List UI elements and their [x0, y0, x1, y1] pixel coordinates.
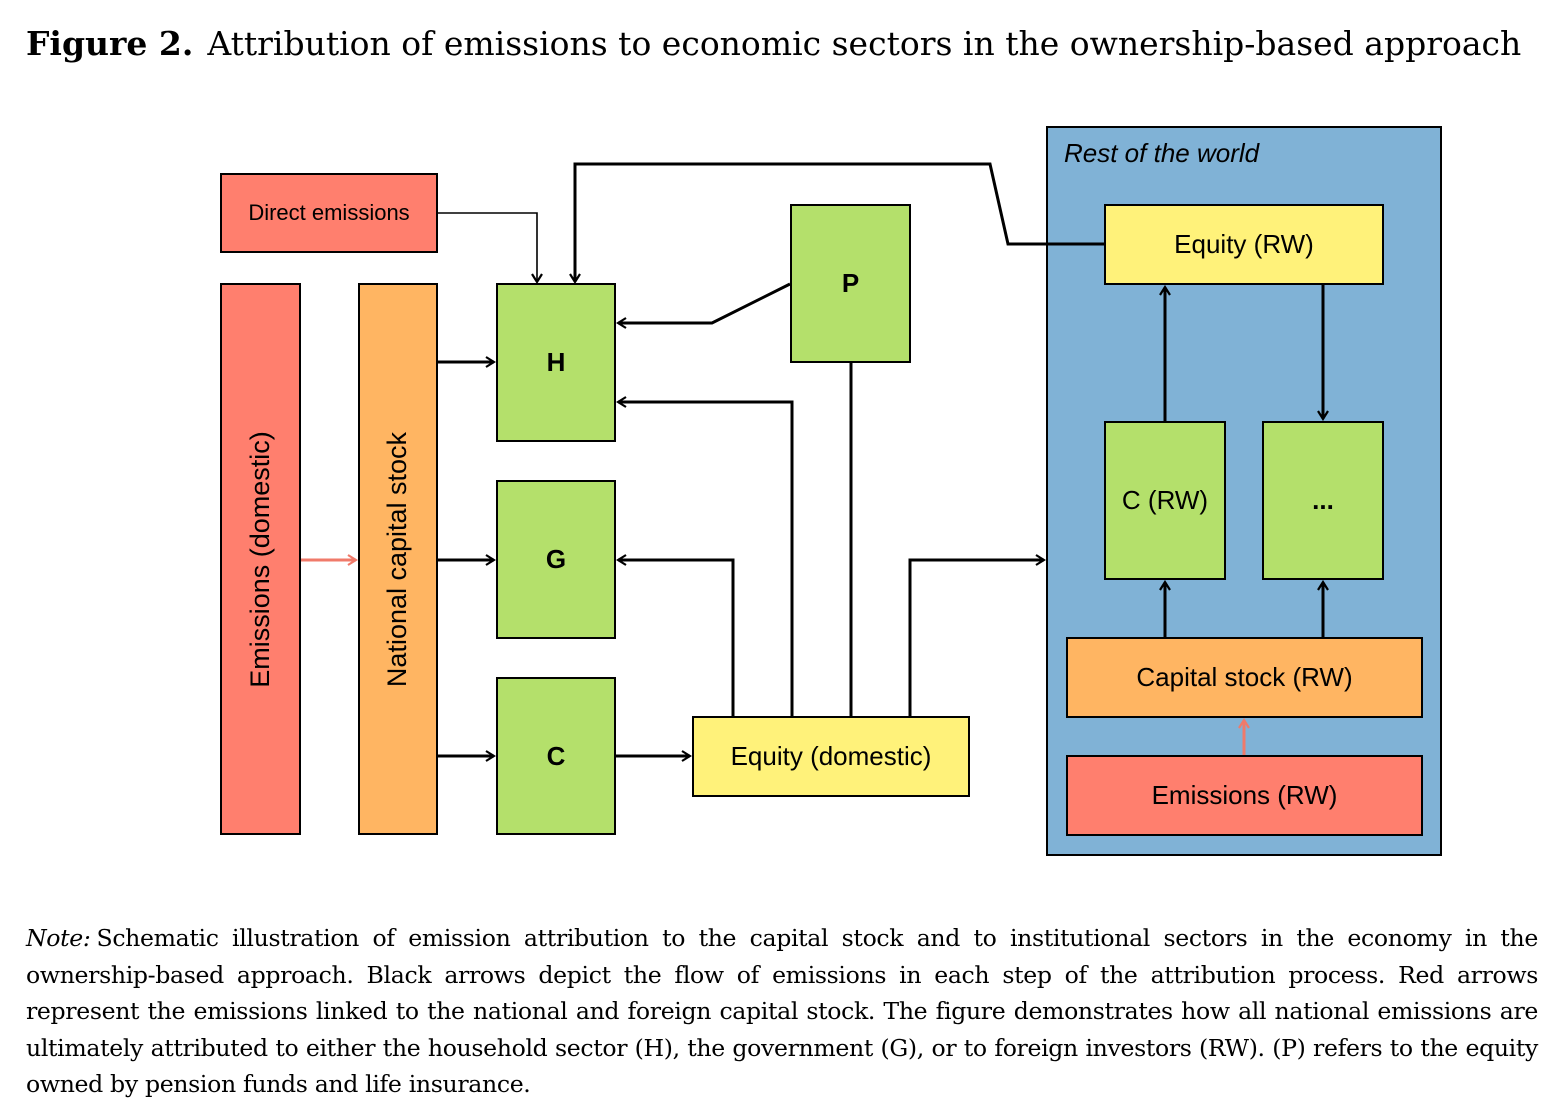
other-rw-label: ... [1312, 485, 1334, 515]
equity-rw-label: Equity (RW) [1174, 229, 1314, 259]
national-capital-stock-box: National capital stock [358, 283, 438, 835]
direct-emissions-box: Direct emissions [220, 173, 438, 253]
c-rw-box: C (RW) [1104, 421, 1226, 580]
arrow-direct-emissions-to-h [438, 212, 537, 282]
sector-c-box: C [496, 677, 616, 835]
c-rw-label: C (RW) [1121, 485, 1209, 515]
equity-domestic-label: Equity (domestic) [730, 741, 932, 771]
emissions-rw-label: Emissions (RW) [1151, 780, 1338, 810]
note-text: Schematic illustration of emission attri… [26, 924, 1538, 1098]
sector-h-box: H [496, 283, 616, 442]
equity-domestic-box: Equity (domestic) [692, 716, 970, 797]
rest-of-world-title: Rest of the world [1064, 138, 1260, 168]
note-label: Note: [26, 924, 91, 952]
emissions-domestic-box: Emissions (domestic) [220, 283, 301, 835]
sector-p-box: P [790, 204, 911, 363]
arrow-equity-to-g [618, 560, 735, 716]
arrow-p-to-h [618, 282, 791, 323]
sector-g-box: G [496, 480, 616, 639]
sector-h-label: H [546, 347, 566, 377]
arrow-equity-to-h [618, 402, 794, 716]
direct-emissions-label: Direct emissions [248, 200, 410, 225]
emissions-rw-box: Emissions (RW) [1066, 755, 1423, 836]
figure-note: Note:Schematic illustration of emission … [26, 920, 1538, 1103]
capital-stock-rw-label: Capital stock (RW) [1136, 662, 1353, 692]
other-rw-box: ... [1262, 421, 1384, 580]
figure-label: Figure 2. [26, 24, 194, 63]
sector-p-label: P [841, 268, 860, 298]
arrow-equity-rw-to-h [575, 162, 1104, 282]
equity-rw-box: Equity (RW) [1104, 204, 1384, 285]
arrow-equity-to-rw [908, 560, 1044, 716]
sector-g-label: G [545, 544, 567, 574]
sector-c-label: C [546, 740, 566, 771]
figure-caption: Figure 2. Attribution of emissions to eco… [26, 24, 1536, 63]
capital-stock-rw-box: Capital stock (RW) [1066, 637, 1423, 718]
figure-title: Attribution of emissions to economic sec… [207, 24, 1522, 63]
